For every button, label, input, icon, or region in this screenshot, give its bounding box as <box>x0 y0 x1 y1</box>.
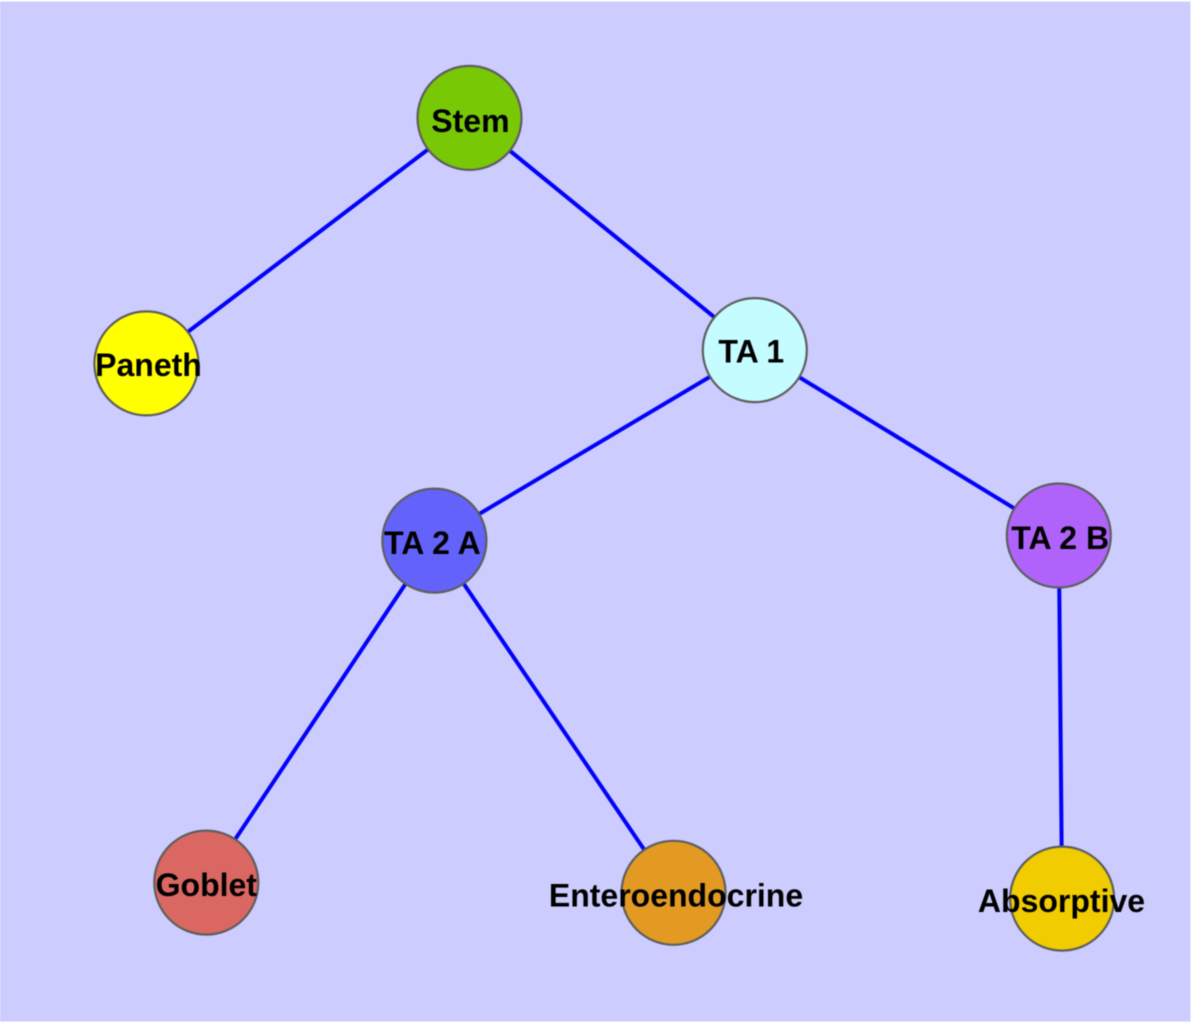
svg-text:Enteroendocrine: Enteroendocrine <box>549 877 803 913</box>
svg-text:Paneth: Paneth <box>95 347 202 383</box>
svg-text:TA 2 B: TA 2 B <box>1011 520 1109 556</box>
svg-text:Goblet: Goblet <box>156 867 258 903</box>
svg-text:TA 2 A: TA 2 A <box>384 525 481 561</box>
svg-text:Stem: Stem <box>431 103 509 139</box>
svg-text:Absorptive: Absorptive <box>978 883 1145 919</box>
svg-text:TA 1: TA 1 <box>718 334 784 370</box>
